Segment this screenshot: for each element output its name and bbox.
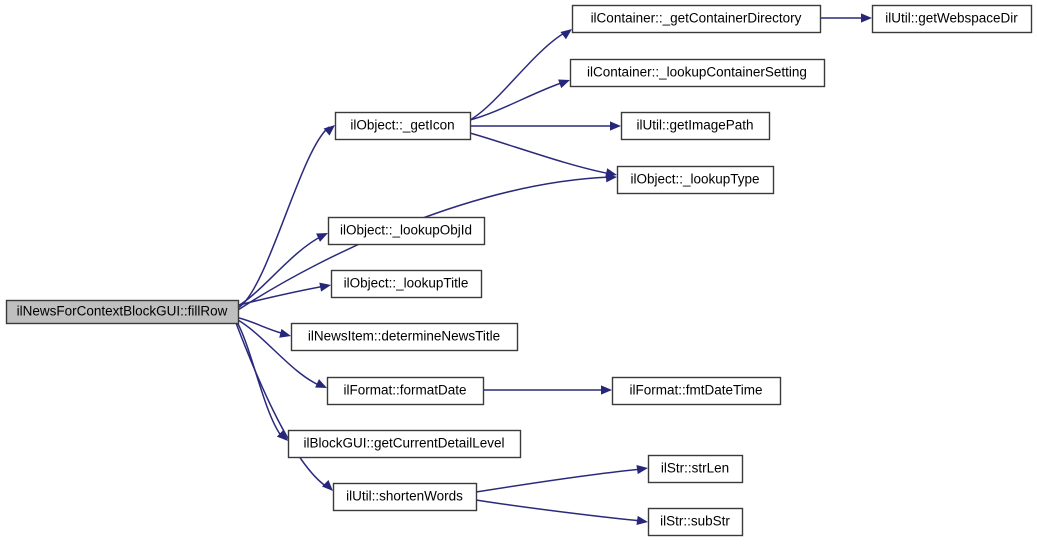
node-label: ilNewsForContextBlockGUI::fillRow [17,304,228,319]
call-edge-fillRow-to-lookupTitle [238,282,331,306]
call-edge-getIcon-to-lookupContainerSetting [469,79,570,121]
node-box[interactable] [571,4,822,34]
arrowhead-icon [610,121,621,131]
call-edge-getContainerDirectory-to-getWebspaceDir [820,13,872,23]
node-box[interactable] [334,111,472,141]
node-box[interactable] [871,4,1033,34]
node-box[interactable] [287,429,522,459]
node-label: ilContainer::_lookupContainerSetting [587,65,807,80]
call-edge-formatDate-to-fmtDateTime [483,385,612,395]
arrowhead-icon [276,430,288,441]
arrowhead-icon [560,29,572,40]
graph-node-lookupObjId[interactable]: ilObject::_lookupObjId [327,216,486,246]
arrowhead-icon [323,125,335,136]
node-label: ilObject::_lookupTitle [344,276,469,291]
node-box[interactable] [616,165,775,195]
call-edge-fillRow-to-getCurrentDetailLevel [236,321,288,441]
node-box[interactable] [647,507,744,537]
node-label: ilStr::strLen [661,461,729,476]
node-box[interactable] [569,58,826,88]
call-edge-getIcon-to-lookupType [469,132,617,178]
node-label: ilStr::subStr [660,514,730,529]
arrowhead-icon [601,385,612,395]
node-box[interactable] [290,322,519,352]
graph-node-getWebspaceDir[interactable]: ilUtil::getWebspaceDir [871,4,1033,34]
node-box[interactable] [330,269,483,299]
graph-node-strLen[interactable]: ilStr::strLen [647,454,744,484]
graph-node-getImagePath[interactable]: ilUtil::getImagePath [620,111,771,141]
graph-node-shortenWords[interactable]: ilUtil::shortenWords [332,482,478,512]
node-label: ilFormat::fmtDateTime [629,383,762,398]
arrowhead-icon [636,464,648,475]
graph-node-subStr[interactable]: ilStr::subStr [647,507,744,537]
call-edge-fillRow-to-lookupObjId [237,233,328,307]
root-node-box[interactable] [5,299,240,325]
arrowhead-icon [319,282,331,292]
graph-node-lookupTitle[interactable]: ilObject::_lookupTitle [330,269,483,299]
node-label: ilObject::_lookupObjId [340,223,472,238]
node-box[interactable] [620,111,771,141]
node-label: ilUtil::shortenWords [346,489,463,504]
nodes-layer: ilNewsForContextBlockGUI::fillRow ilObjec… [5,4,1033,537]
call-edge-fillRow-to-determineNewsTitle [238,317,291,338]
arrowhead-icon [316,233,328,242]
call-edge-fillRow-to-getIcon [237,125,335,309]
node-box[interactable] [647,454,744,484]
node-box[interactable] [327,216,486,246]
node-label: ilNewsItem::determineNewsTitle [308,329,500,344]
arrowhead-icon [279,328,291,338]
arrowhead-icon [315,379,327,388]
node-label: ilFormat::formatDate [343,383,466,398]
call-edge-getIcon-to-getImagePath [470,121,621,131]
node-box[interactable] [326,376,485,406]
graph-node-getCurrentDetailLevel[interactable]: ilBlockGUI::getCurrentDetailLevel [287,429,522,459]
arrowhead-icon [558,79,570,89]
node-label: ilObject::_getIcon [350,118,454,133]
node-label: ilUtil::getImagePath [636,118,753,133]
arrowhead-icon [605,168,617,178]
graph-node-fmtDateTime[interactable]: ilFormat::fmtDateTime [611,376,782,406]
node-box[interactable] [332,482,478,512]
node-label: ilObject::_lookupType [630,172,759,187]
call-edge-fillRow-to-shortenWords [235,322,333,491]
call-edge-fillRow-to-formatDate [237,319,327,388]
node-label: ilUtil::getWebspaceDir [885,11,1018,26]
arrowhead-icon [321,479,333,491]
graph-node-determineNewsTitle[interactable]: ilNewsItem::determineNewsTitle [290,322,519,352]
node-label: ilContainer::_getContainerDirectory [591,11,802,26]
graph-node-fillRow[interactable]: ilNewsForContextBlockGUI::fillRow [5,299,240,325]
call-edge-getIcon-to-getContainerDirectory [469,29,572,121]
node-label: ilBlockGUI::getCurrentDetailLevel [303,436,504,451]
call-edge-shortenWords-to-subStr [475,499,648,526]
arrowhead-icon [636,515,648,526]
arrowhead-icon [861,13,872,23]
graph-node-formatDate[interactable]: ilFormat::formatDate [326,376,485,406]
graph-node-getContainerDirectory[interactable]: ilContainer::_getContainerDirectory [571,4,822,34]
node-box[interactable] [611,376,782,406]
graph-node-getIcon[interactable]: ilObject::_getIcon [334,111,472,141]
graph-node-lookupContainerSetting[interactable]: ilContainer::_lookupContainerSetting [569,58,826,88]
graph-node-lookupType[interactable]: ilObject::_lookupType [616,165,775,195]
call-edge-shortenWords-to-strLen [475,464,648,493]
